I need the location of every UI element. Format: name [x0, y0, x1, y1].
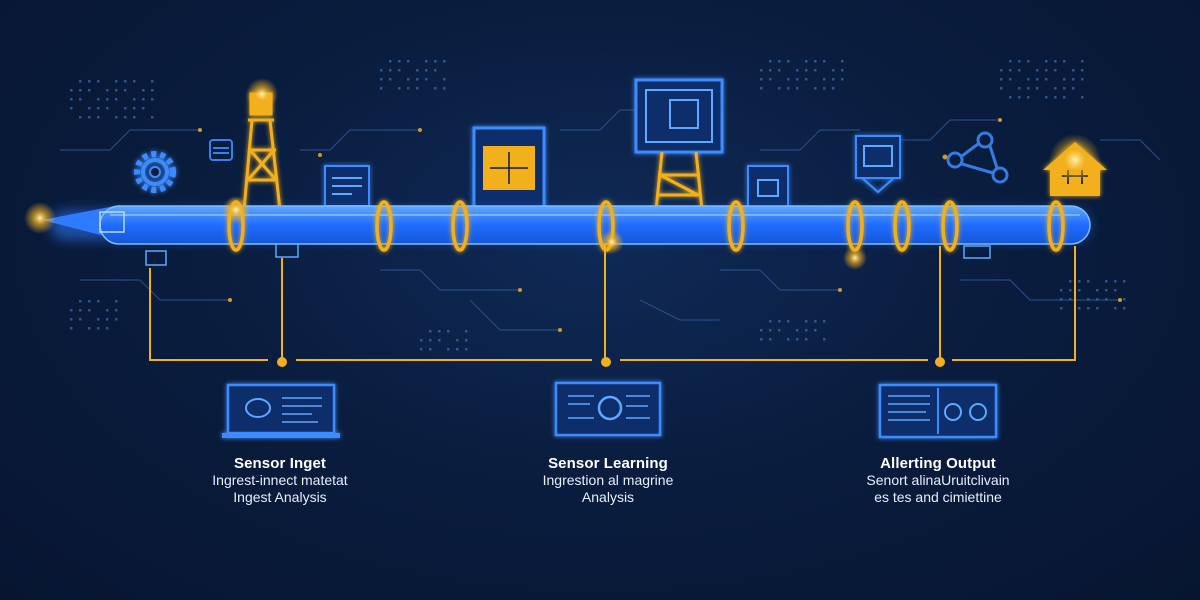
stage-desc-line: es tes and cimiettine [874, 489, 1002, 505]
monitor-tower-icon [634, 78, 724, 211]
stage-connectors [149, 244, 1076, 361]
pipe-joint-ring [1047, 200, 1065, 252]
screen-icon [747, 165, 789, 211]
stage-description: Senort alinaUruitclivain es tes and cimi… [808, 472, 1068, 506]
light-glows [24, 78, 1101, 270]
stage-alerting: Allerting Output Senort alinaUruitclivai… [808, 455, 1068, 506]
stage-description: Ingrestion al magrine Analysis [478, 472, 738, 506]
stage-desc-line: Ingest Analysis [233, 489, 327, 505]
oil-derrick-icon [242, 92, 282, 211]
stage-title: Sensor Inget [233, 455, 327, 472]
pipe-joint-ring [941, 200, 959, 252]
stage-title: Sensor Learning [548, 455, 668, 472]
equipment-icon [209, 139, 233, 161]
monitor-icon [324, 165, 370, 207]
connector-nodes [277, 357, 945, 367]
network-icon [946, 131, 1009, 184]
stage-desc-line: Ingrestion al magrine [542, 472, 674, 488]
stage-description: Ingrest-innect matetat Ingest Analysis [150, 472, 410, 506]
gear-icon [134, 151, 176, 193]
circuit-background [60, 109, 1161, 331]
laptop-icon-learning [554, 381, 662, 437]
dot-matrix [70, 60, 1126, 351]
stage-title: Allerting Output [880, 455, 996, 472]
pipe-joint-ring [451, 200, 469, 252]
pipeline [42, 205, 1091, 245]
laptop-icon-ingest [222, 383, 340, 438]
dashboard-icon [472, 126, 546, 216]
pipe-joint-ring [375, 200, 393, 252]
pipe-joint-ring [893, 200, 911, 252]
stage-ingest: Sensor Inget Ingrest-innect matetat Inge… [150, 455, 410, 506]
circuit-nodes [198, 118, 1122, 332]
stage-learning: Sensor Learning Ingrestion al magrine An… [478, 455, 738, 506]
pipe-joint-ring [727, 200, 745, 252]
stage-desc-line: Senort alinaUruitclivain [866, 472, 1010, 488]
laptop-icon-alerting [878, 383, 998, 439]
stage-desc-line: Ingrest-innect matetat [212, 472, 348, 488]
stage-desc-line: Analysis [581, 489, 635, 505]
kiosk-icon [855, 135, 901, 194]
